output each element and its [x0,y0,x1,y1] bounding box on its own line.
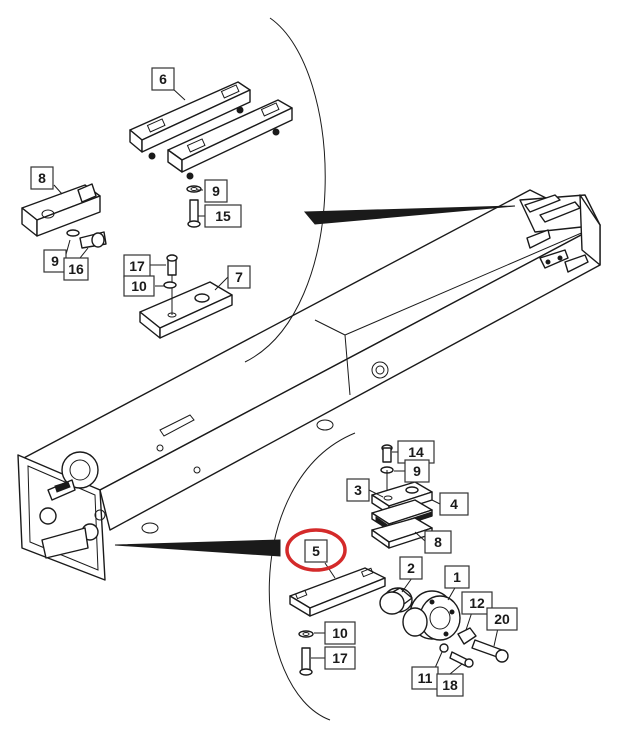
svg-text:17: 17 [332,650,348,666]
highlight-circle-part-5 [285,528,347,572]
boom-end-frame [17,451,106,581]
label-9-upper-right: 9 [204,179,228,203]
label-4: 4 [439,492,469,516]
lower-detail-arc [268,432,356,721]
part-14-9-fasteners [380,444,394,500]
part-9-15-fasteners [186,185,202,228]
label-9-upper-left: 9 [43,249,67,273]
label-1: 1 [444,565,470,589]
label-18: 18 [436,673,464,697]
label-10-upper: 10 [123,275,155,297]
label-2: 2 [399,556,423,580]
svg-text:12: 12 [469,595,485,611]
label-5: 5 [304,539,328,563]
svg-text:20: 20 [494,611,510,627]
part-5-plate [289,567,386,617]
svg-text:10: 10 [332,625,348,641]
svg-text:15: 15 [215,208,231,224]
svg-text:16: 16 [68,261,84,277]
part-9-16-fasteners [66,229,107,249]
svg-text:1: 1 [453,569,461,585]
label-11: 11 [411,666,439,690]
svg-text:2: 2 [407,560,415,576]
svg-text:9: 9 [413,463,421,479]
label-17-lower: 17 [324,646,356,670]
svg-text:18: 18 [442,677,458,693]
label-9-lower: 9 [404,459,430,483]
part-6-pads [129,81,293,180]
label-8-lower: 8 [424,530,452,554]
svg-text:6: 6 [159,71,167,87]
part-1-hub [402,590,461,641]
label-17-upper: 17 [123,254,151,278]
svg-text:8: 8 [434,534,442,550]
svg-text:8: 8 [38,170,46,186]
label-10-lower: 10 [324,621,356,645]
boom-assembly [19,189,601,534]
label-7: 7 [227,265,251,289]
lower-detail-pointer [114,539,281,557]
part-7-plate [139,265,233,339]
label-16: 16 [63,257,89,281]
svg-text:9: 9 [51,253,59,269]
part-17-10-fasteners-upper [163,254,178,289]
end-pads-top [524,194,589,273]
upper-detail-arc [244,17,326,363]
label-3: 3 [346,478,370,502]
svg-text:9: 9 [212,183,220,199]
svg-text:4: 4 [450,496,458,512]
part-10-17-fasteners-lower [298,630,314,676]
part-11-18-fasteners [439,643,474,668]
label-14: 14 [397,440,435,464]
svg-text:10: 10 [131,278,147,294]
label-8-upper: 8 [30,166,54,190]
label-12: 12 [461,591,493,615]
leader-lines [53,87,499,675]
svg-text:5: 5 [312,543,320,559]
part-12-20-fasteners [457,627,509,663]
label-15: 15 [204,204,242,228]
svg-text:11: 11 [418,670,433,686]
part-8-plate-lower [371,517,433,549]
label-20: 20 [486,607,518,631]
svg-text:14: 14 [408,444,424,460]
svg-text:3: 3 [354,482,362,498]
part-2-roller [379,587,413,615]
svg-text:17: 17 [129,258,145,274]
svg-text:7: 7 [235,269,243,285]
label-6: 6 [151,67,175,91]
upper-detail-pointer [303,205,516,225]
part-8-plate-upper [21,183,101,237]
